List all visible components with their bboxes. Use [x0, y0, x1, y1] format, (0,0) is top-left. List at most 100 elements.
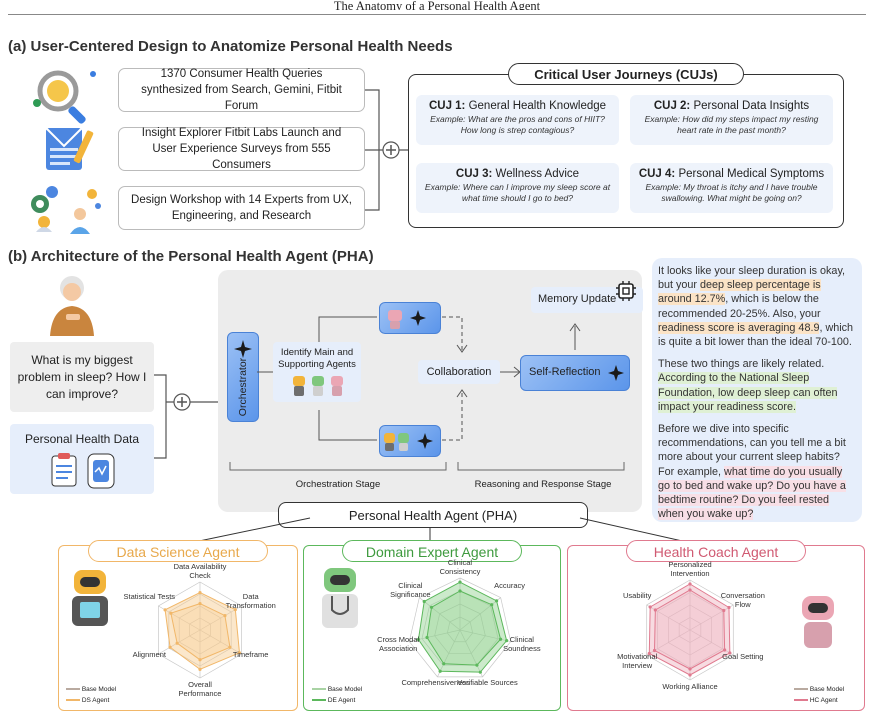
domain-expert-radar-chart: [408, 577, 512, 678]
radar-spoke: [419, 597, 461, 631]
radar-spoke: [459, 597, 501, 631]
cuj-id: CUJ 3:: [455, 168, 493, 180]
personal-data-label: Personal Health Data: [24, 432, 140, 446]
radar-spoke: [689, 629, 734, 656]
radar-point: [175, 641, 179, 645]
radar-axis-label: Clinical Soundness: [503, 635, 541, 654]
source-box-1: 1370 Consumer Health Queries synthesized…: [118, 68, 365, 112]
cuj-name: Wellness Advice: [495, 168, 580, 180]
radar-grid: [421, 590, 499, 666]
radar-spoke: [689, 604, 734, 631]
response-paragraph-1: It looks like your sleep duration is oka…: [658, 264, 856, 349]
radar-point: [198, 658, 202, 662]
radar-axis-label: Usability: [623, 590, 652, 600]
sources-connector: [365, 89, 409, 211]
radar-point: [223, 614, 227, 618]
health-coach-legend: Base Model HC Agent: [794, 684, 844, 706]
memory-update-label: Memory Update: [538, 293, 617, 305]
chip-icon: [616, 281, 636, 301]
radar-axis-label: Personalized Intervention: [668, 560, 712, 578]
radar-spoke: [158, 629, 201, 655]
data-science-legend: Base Model DS Agent: [66, 684, 116, 706]
radar-point: [688, 588, 692, 592]
data-science-agent-title: Data Science Agent: [88, 540, 268, 562]
multi-agent-block: [379, 425, 441, 457]
pha-label: Personal Health Agent (PHA): [278, 502, 588, 528]
cuj-example: Example: Where can I improve my sleep sc…: [424, 182, 611, 203]
cuj-example: Example: My throat is itchy and I have t…: [645, 182, 818, 203]
radar-grid: [434, 603, 486, 654]
radar-point: [722, 608, 726, 613]
radar-axis-label: Overall Performance: [178, 679, 222, 698]
response-text: , which is below the recommended 20-25%.…: [658, 293, 821, 320]
radar-point: [416, 637, 421, 642]
cuj-name: General Health Knowledge: [468, 100, 607, 112]
response-paragraph-2: These two things are likely related. Acc…: [658, 357, 856, 414]
cuj-id: CUJ 1:: [428, 100, 466, 112]
health-coach-radar-chart: [646, 579, 734, 681]
orchestration-stage-label: Orchestration Stage: [295, 479, 381, 490]
radar-point: [505, 639, 509, 643]
response-text: It looks like your sleep duration is oka…: [658, 265, 846, 292]
radar-grid: [446, 616, 474, 643]
personal-data-box: Personal Health Data: [10, 424, 154, 494]
radar-point: [688, 582, 692, 586]
radar-point: [475, 663, 479, 667]
radar-spoke: [199, 629, 242, 655]
radar-point: [168, 645, 172, 649]
radar-point: [163, 608, 167, 612]
sparkle-icon: [234, 340, 252, 358]
radar-axis-label: Alignment: [132, 650, 166, 660]
domain-expert-robot-icon: [322, 568, 358, 628]
radar-axis-label: Conversation Flow: [720, 590, 765, 609]
radar-point: [198, 667, 202, 671]
robots-sparkle-icon: [384, 433, 433, 451]
radar-axis-label: Accuracy: [494, 581, 526, 591]
radar-axis-label: Clinical Significance: [390, 581, 431, 600]
cuj-card-3: CUJ 3: Wellness Advice Example: Where ca…: [416, 163, 619, 213]
radar-point: [653, 608, 657, 612]
user-query-box: What is my biggest problem in sleep? How…: [10, 342, 154, 412]
radar-axis-label: Motivational Interview: [617, 651, 658, 670]
cuj-example: Example: What are the pros and cons of H…: [430, 114, 605, 135]
radar-series-base: [426, 590, 502, 666]
highlighted-text: According to the National Sleep Foundati…: [658, 372, 838, 413]
radar-axis-label: Goal Setting: [722, 651, 764, 661]
search-icon: [33, 70, 96, 124]
radar-point: [458, 580, 462, 584]
radar-axis-label: Statistical Tests: [123, 591, 176, 601]
radar-point: [198, 602, 202, 606]
radar-point: [422, 599, 426, 604]
orchestrator-label: Orchestrator: [237, 357, 249, 417]
cuj-name: Personal Data Insights: [693, 100, 810, 112]
radar-point: [652, 648, 657, 653]
user-avatar: [50, 276, 94, 336]
radar-point: [198, 590, 202, 595]
section-a-title: (a) User-Centered Design to Anatomize Pe…: [8, 38, 453, 55]
health-coach-agent-title: Health Coach Agent: [626, 540, 806, 562]
data-science-robot-icon: [72, 570, 108, 626]
response-text: These two things are likely related.: [658, 358, 825, 371]
orchestrator-block: Orchestrator: [227, 332, 259, 422]
self-reflection-block: Self-Reflection: [520, 355, 630, 391]
source-box-3: Design Workshop with 14 Experts from UX,…: [118, 186, 365, 230]
reasoning-stage-label: Reasoning and Response Stage: [474, 479, 612, 490]
legend-base: Base Model: [81, 686, 117, 693]
radar-axis-label: Clinical Consistency: [439, 557, 481, 576]
radar-point: [688, 667, 692, 671]
legend-agent: HC Agent: [809, 697, 838, 704]
cuj-id: CUJ 4:: [638, 168, 676, 180]
single-agent-block: [379, 302, 441, 334]
cuj-name: Personal Medical Symptoms: [678, 168, 825, 180]
radar-point: [233, 608, 237, 612]
response-paragraph-3: Before we dive into specific recommendat…: [658, 422, 856, 521]
identify-label: Identify Main and Supporting Agents: [278, 347, 356, 370]
radar-point: [429, 605, 434, 609]
workshop-people-icon: [31, 186, 101, 234]
highlighted-text: readiness score is averaging 48.9: [658, 321, 820, 334]
page-title: The Anatomy of a Personal Health Agent: [333, 0, 541, 10]
radar-point: [169, 611, 173, 615]
radar-point: [458, 589, 462, 593]
cuj-id: CUJ 2:: [653, 100, 691, 112]
radar-axis-label: Data Availability Check: [173, 562, 227, 581]
